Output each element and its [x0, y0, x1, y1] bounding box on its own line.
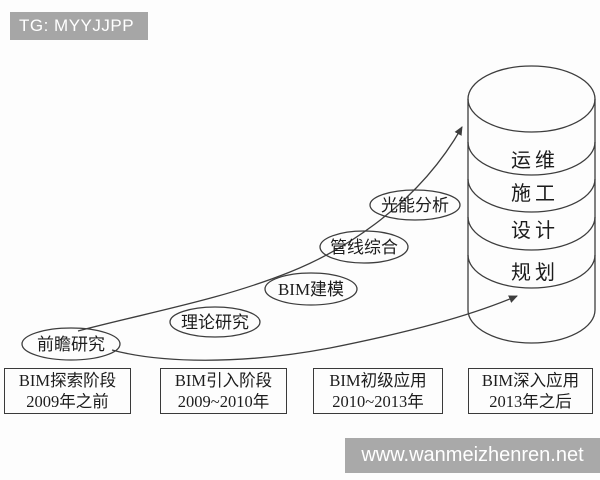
stage-title: BIM深入应用	[481, 370, 580, 390]
milestone-label-qianzhan: 前瞻研究	[37, 335, 105, 354]
cylinder-divider-2	[467, 178, 596, 213]
growth-curve-arrow	[77, 126, 463, 332]
cylinder-layer-yunwei: 运维	[511, 149, 559, 172]
stage-box-introduction: BIM引入阶段 2009~2010年	[160, 368, 287, 414]
milestone-ellipse-qianzhan	[21, 327, 121, 361]
milestone-ellipses	[21, 189, 461, 361]
stage-box-primary-application: BIM初级应用 2010~2013年	[313, 368, 443, 414]
stage-period: 2009年之前	[26, 392, 109, 411]
stage-title: BIM引入阶段	[174, 370, 273, 390]
stage-period: 2010~2013年	[332, 392, 424, 411]
stage-period: 2009~2010年	[177, 392, 270, 411]
milestone-label-guangneng: 光能分析	[381, 196, 449, 215]
cylinder-divider-1	[467, 141, 596, 176]
cylinder-layer-shigong: 施工	[511, 182, 559, 205]
cylinder-layer-guihua: 规划	[511, 261, 559, 284]
application-curve-arrow	[111, 295, 518, 361]
cylinder-bottom	[467, 309, 596, 344]
milestone-ellipse-guangneng	[369, 189, 461, 221]
cylinder-divider-4	[467, 254, 596, 289]
stage-title: BIM探索阶段	[18, 370, 117, 390]
stage-box-exploration: BIM探索阶段 2009年之前	[4, 368, 131, 414]
cylinder-top	[467, 65, 596, 133]
milestone-label-guanxian: 管线综合	[330, 238, 398, 257]
bim-cylinder	[467, 65, 596, 344]
site-watermark: www.wanmeizhenren.net	[345, 438, 600, 473]
stage-period: 2013年之后	[489, 392, 572, 411]
stage-box-deep-application: BIM深入应用 2013年之后	[468, 368, 593, 414]
milestone-label-lilun: 理论研究	[181, 313, 249, 332]
cylinder-layer-sheji: 设计	[511, 219, 559, 242]
milestone-ellipse-lilun	[169, 306, 261, 338]
milestone-label-bim-modeling: BIM建模	[278, 280, 344, 299]
tg-watermark-badge: TG: MYYJJPP	[10, 12, 148, 40]
milestone-ellipse-bim-modeling	[264, 272, 358, 306]
cylinder-divider-3	[467, 216, 596, 251]
milestone-ellipse-guanxian	[319, 230, 409, 264]
stage-title: BIM初级应用	[329, 370, 427, 390]
